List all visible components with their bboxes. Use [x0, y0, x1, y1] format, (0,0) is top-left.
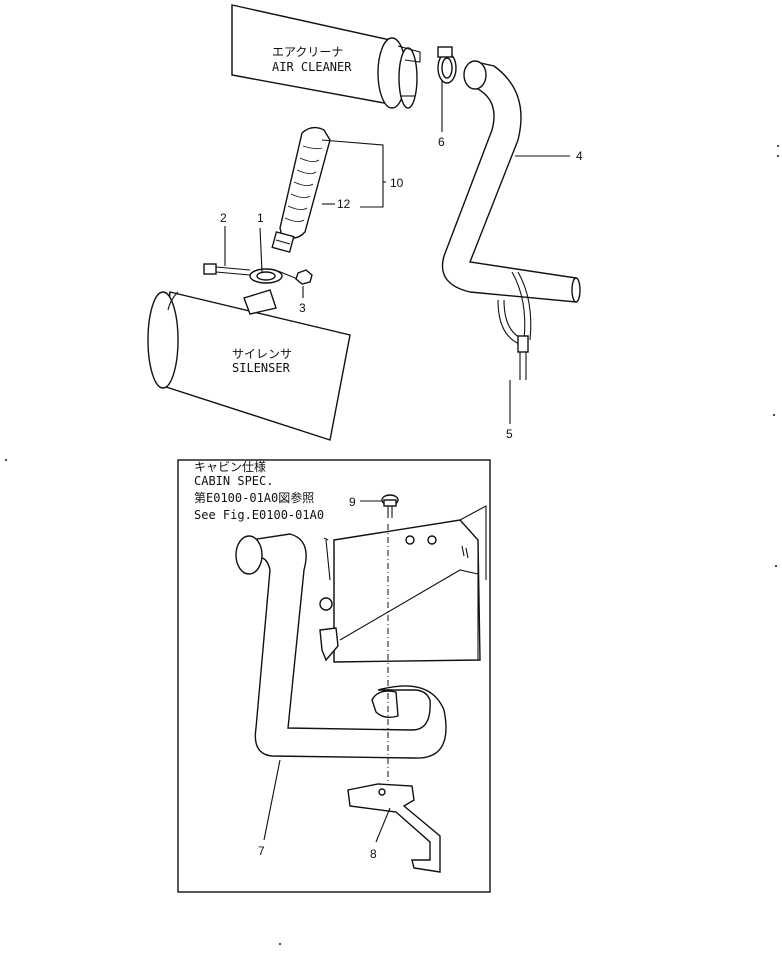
callout-6: 6 [438, 135, 445, 149]
cabin-spec-box [177, 459, 491, 893]
corrugated-hose [271, 126, 331, 253]
callout-8: 8 [370, 847, 377, 861]
cabin-bolt [381, 494, 399, 518]
callout-7: 7 [258, 844, 265, 858]
see-figure-en: See Fig.E0100-01A0 [194, 508, 324, 522]
callout-1: 1 [257, 211, 264, 225]
support-bracket [347, 783, 441, 873]
cabin-intake-pipe [235, 533, 447, 759]
silencer-label-en: SILENSER [232, 361, 291, 375]
band-clamp [497, 271, 532, 380]
callout-10: 10 [390, 176, 404, 190]
cabin-spec-en: CABIN SPEC. [194, 474, 273, 488]
callout-2: 2 [220, 211, 227, 225]
callout-5: 5 [506, 427, 513, 441]
bolt [203, 263, 251, 276]
callout-3: 3 [299, 301, 306, 315]
nut [295, 269, 313, 285]
cabin-bracket-panel [319, 505, 487, 790]
air-cleaner-body [231, 4, 421, 109]
see-figure-jp: 第E0100-01A0図参照 [194, 490, 314, 505]
callout-4: 4 [576, 149, 583, 163]
hose-clamp-small [437, 46, 457, 84]
air-cleaner-label-en: AIR CLEANER [272, 60, 352, 74]
air-cleaner-label-jp: エアクリーナ [272, 45, 343, 59]
intake-pipe [441, 60, 581, 303]
callout-12: 12 [337, 197, 351, 211]
silencer-label-jp: サイレンサ [232, 347, 292, 361]
clamp-ring [249, 268, 301, 284]
silencer-body [147, 289, 351, 441]
callout-9: 9 [349, 495, 356, 509]
cabin-spec-jp: キャビン仕様 [194, 460, 266, 474]
